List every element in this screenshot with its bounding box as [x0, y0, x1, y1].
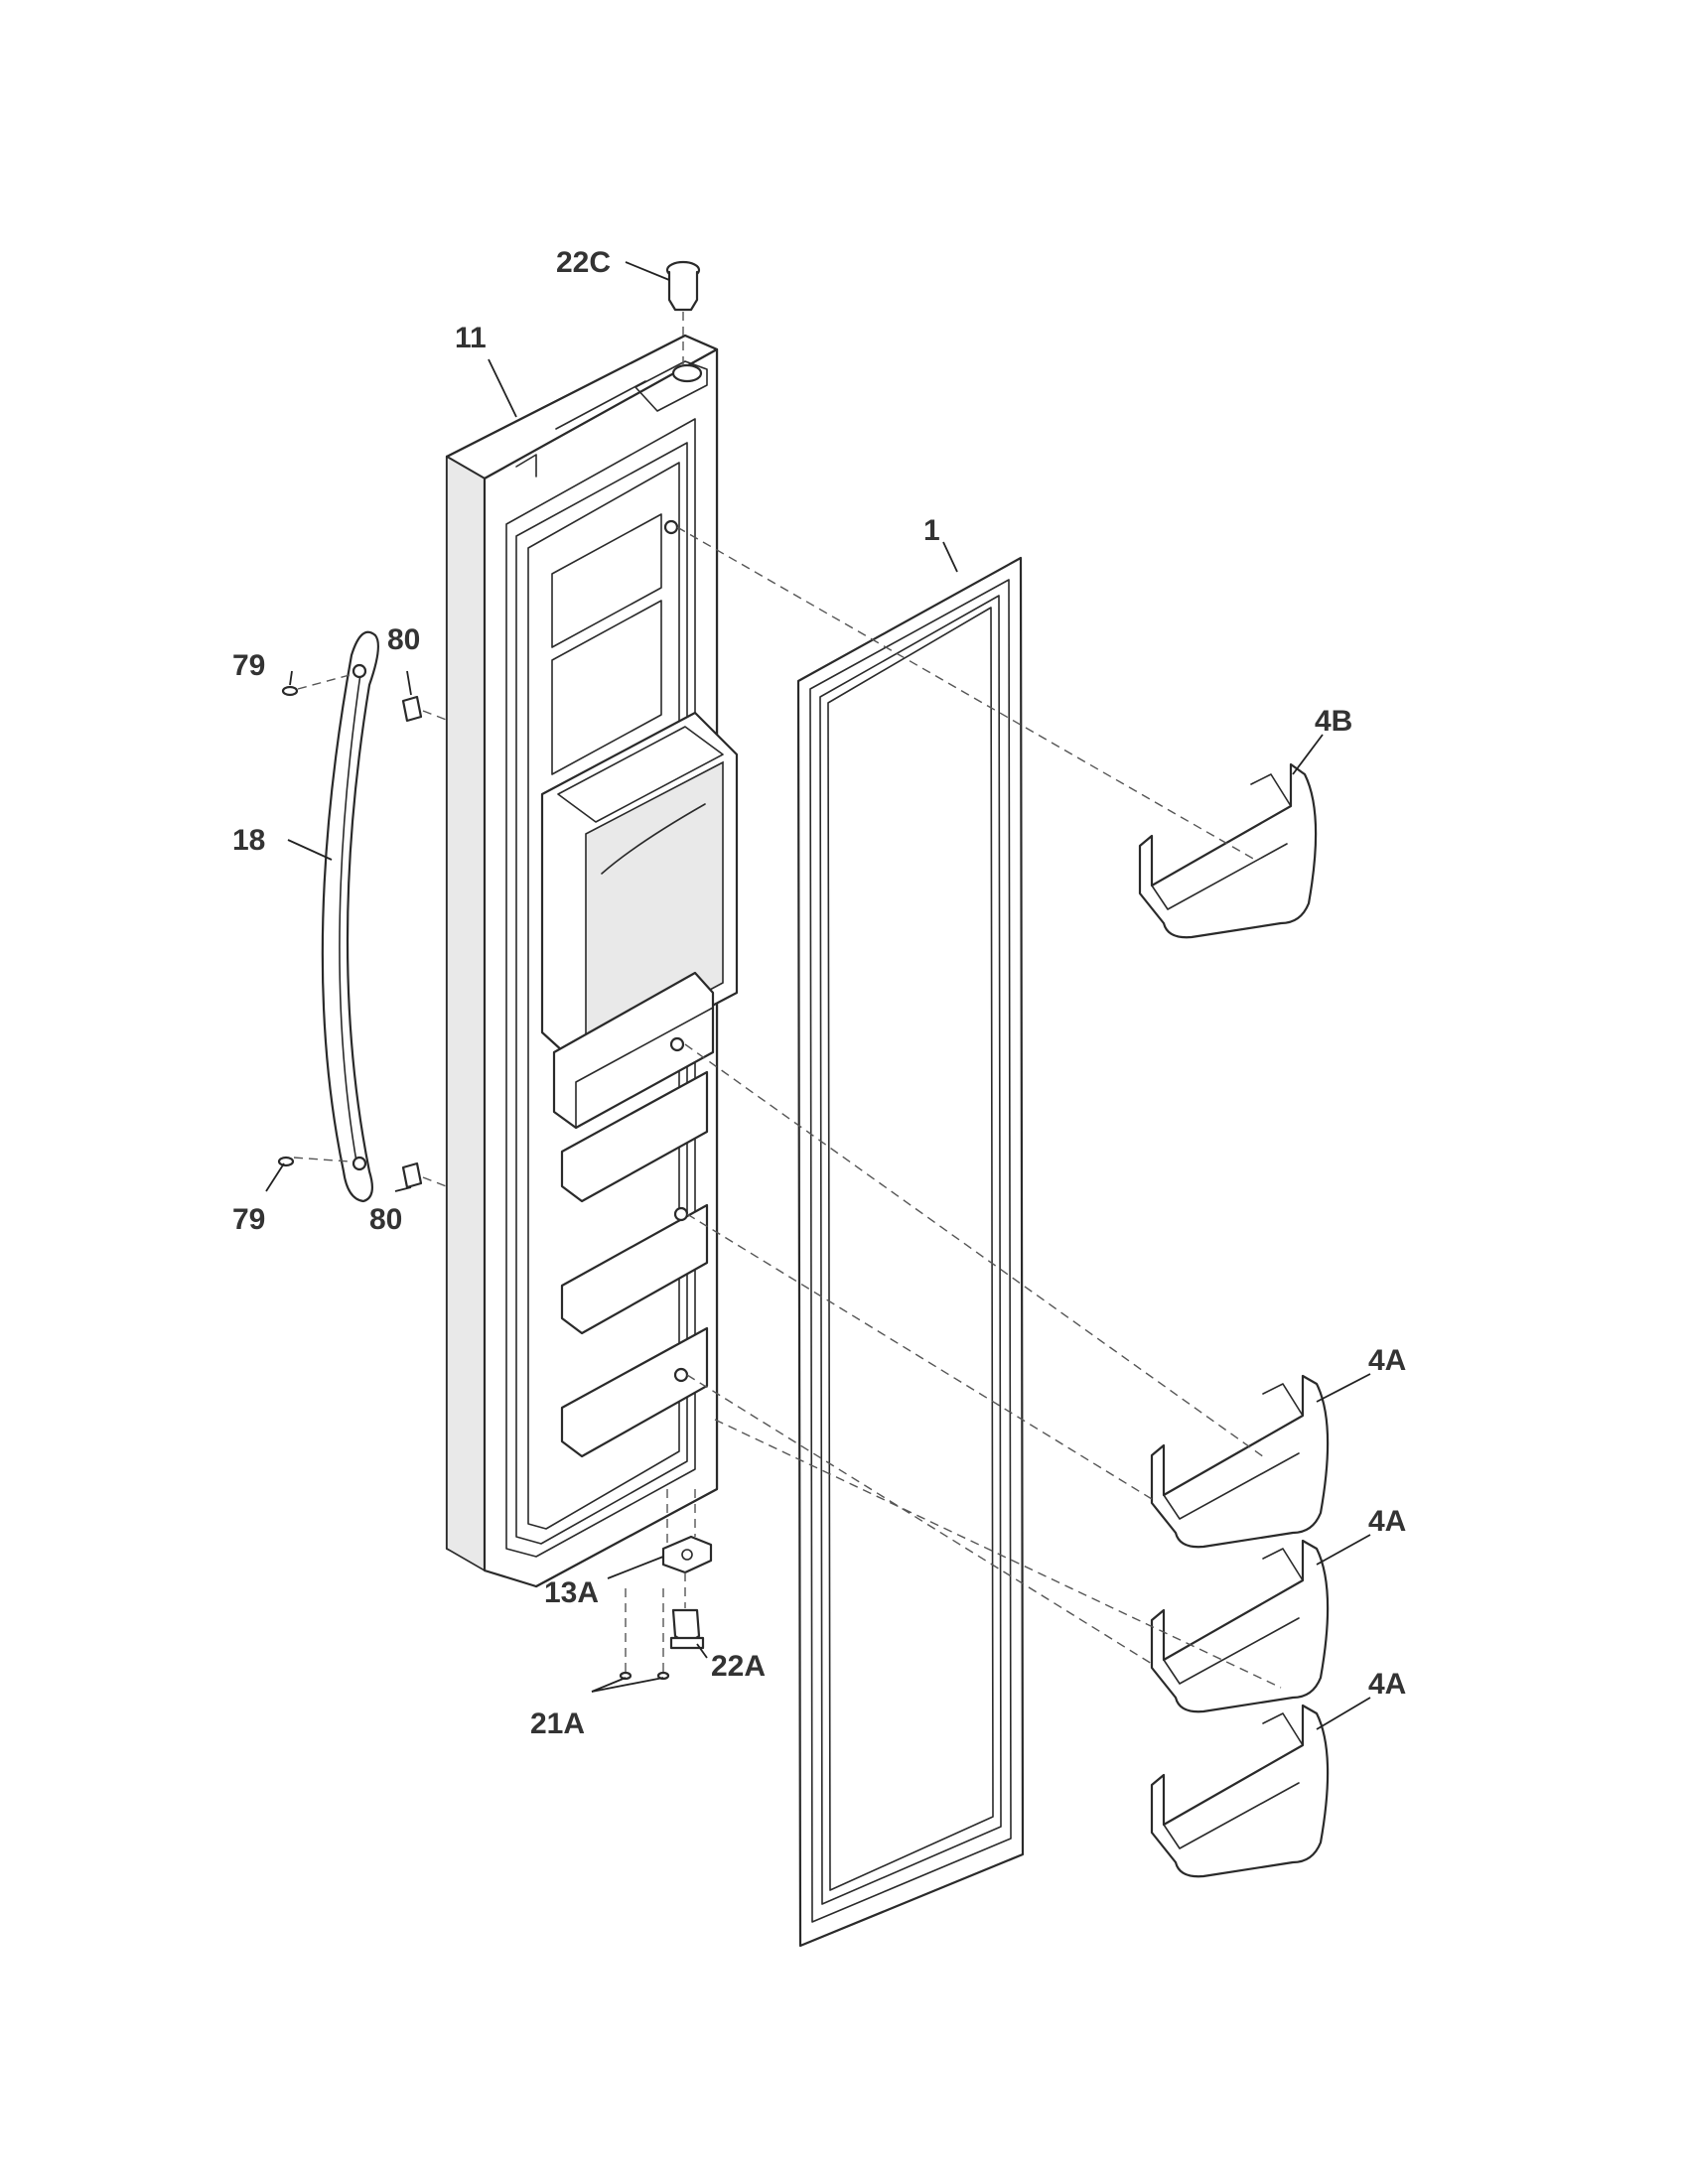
callout-1: 1	[923, 514, 940, 547]
callout-80-top: 80	[387, 623, 420, 656]
callout-4A-1: 4A	[1368, 1344, 1406, 1377]
callout-21A: 21A	[530, 1707, 585, 1740]
callout-13A: 13A	[544, 1576, 599, 1609]
callout-4A-2: 4A	[1368, 1505, 1406, 1538]
handle-screws	[277, 674, 450, 1189]
callout-22A: 22A	[711, 1650, 766, 1683]
bin-4A-2	[1150, 1539, 1330, 1713]
leader-lines	[265, 261, 1371, 1730]
assembly-lines	[676, 526, 1282, 1689]
top-hinge-bushing-part	[665, 260, 701, 367]
callout-18: 18	[232, 824, 265, 857]
bin-4A-1	[1150, 1374, 1330, 1549]
callout-22C: 22C	[556, 246, 611, 279]
callout-79-top: 79	[232, 649, 265, 682]
bottom-hinge-parts	[619, 1489, 713, 1681]
callout-4B: 4B	[1315, 705, 1352, 738]
callout-80-bottom: 80	[369, 1203, 402, 1236]
callout-11: 11	[455, 322, 487, 354]
fresh-food-door	[445, 334, 739, 1588]
door-gasket	[796, 556, 1025, 1948]
door-handle	[321, 630, 380, 1203]
bin-4A-3	[1150, 1704, 1330, 1878]
callout-4A-3: 4A	[1368, 1668, 1406, 1701]
bin-4B	[1138, 762, 1318, 939]
callout-labels: 22C 11 1 79 80 4B 18 79 80 4A 4A 4A 13A …	[232, 246, 1406, 1740]
callout-79-bottom: 79	[232, 1203, 265, 1236]
